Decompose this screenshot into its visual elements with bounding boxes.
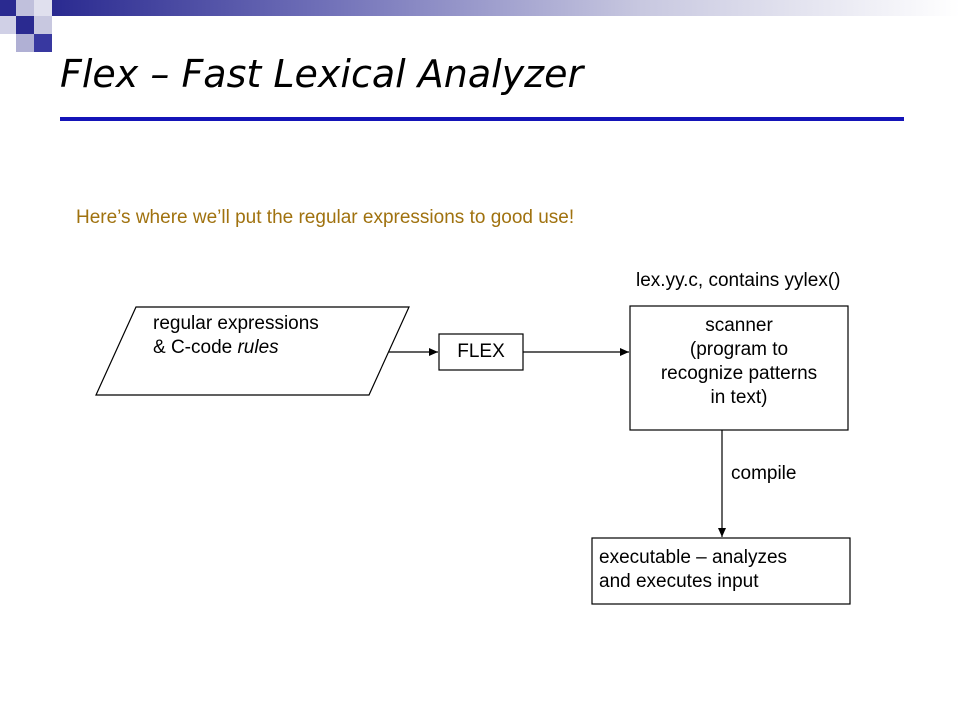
- input-line2: & C-code rules: [153, 336, 319, 360]
- input-line2-italic: rules: [237, 337, 279, 358]
- executable-line1: executable – analyzes: [599, 547, 788, 568]
- deco-square: [0, 0, 16, 16]
- input-parallelogram: [95, 306, 410, 396]
- deco-square: [16, 34, 34, 52]
- executable-box: [591, 537, 851, 605]
- page-title: Flex – Fast Lexical Analyzer: [60, 52, 584, 96]
- scanner-line3: recognize patterns: [660, 363, 818, 384]
- deco-square: [16, 16, 34, 34]
- deco-square: [34, 16, 52, 34]
- scanner-line1: scanner: [705, 315, 773, 336]
- deco-square: [16, 0, 34, 16]
- scanner-caption: lex.yy.c, contains yylex(): [636, 270, 841, 291]
- deco-square: [0, 16, 16, 34]
- input-label: regular expressions & C-code rules: [153, 312, 319, 360]
- scanner-line4: in text): [710, 387, 768, 408]
- corner-decoration: [0, 0, 960, 60]
- deco-square: [34, 0, 52, 16]
- input-line2-prefix: & C-code: [153, 337, 238, 358]
- scanner-line2: (program to: [689, 339, 789, 360]
- title-underline: [60, 117, 904, 121]
- compile-label: compile: [731, 463, 797, 484]
- scanner-box: [629, 305, 849, 431]
- executable-line2: and executes input: [599, 571, 759, 592]
- header-gradient-band: [52, 0, 960, 16]
- deco-square: [34, 34, 52, 52]
- flex-label: FLEX: [457, 341, 505, 362]
- intro-text: Here’s where we’ll put the regular expre…: [76, 207, 575, 228]
- flex-box: [438, 333, 524, 371]
- scanner-label: scanner (program to recognize patterns i…: [630, 314, 848, 410]
- executable-label: executable – analyzes and executes input: [599, 546, 787, 594]
- input-line1: regular expressions: [153, 313, 319, 334]
